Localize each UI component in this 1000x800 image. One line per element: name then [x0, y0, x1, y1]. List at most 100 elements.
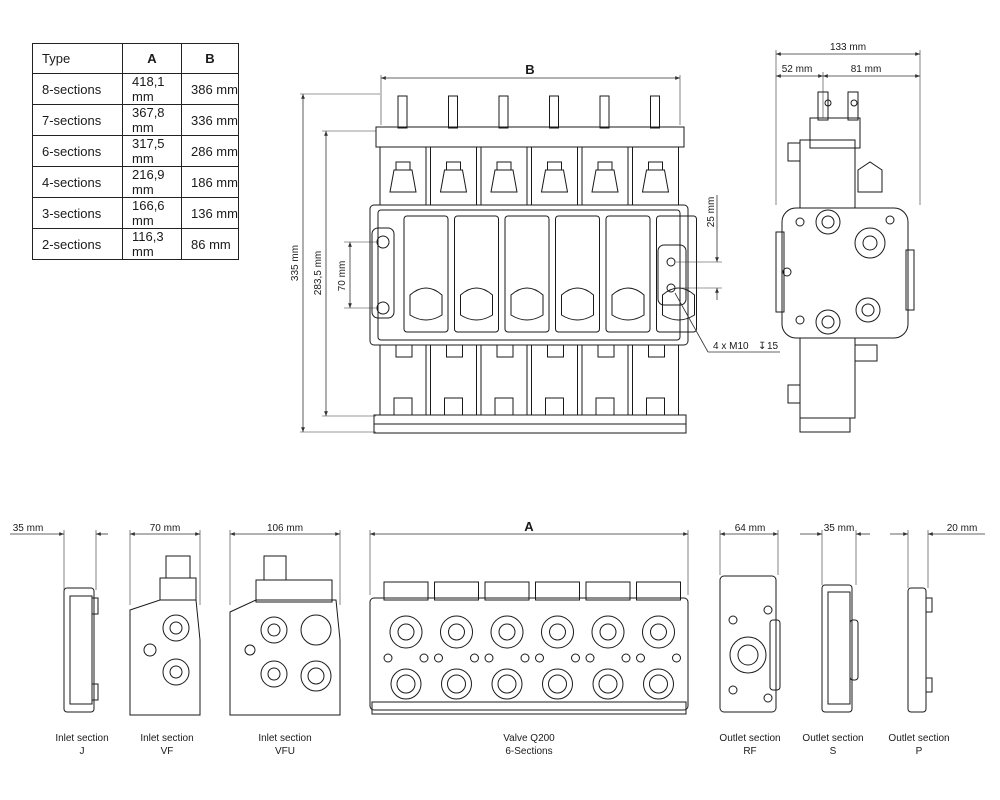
spool-outline: [662, 287, 695, 321]
port-icon: [390, 668, 422, 700]
top-plate: [375, 126, 685, 148]
port-icon: [854, 227, 886, 259]
lower-sections: [379, 344, 679, 416]
caption-inlet-j-code: J: [80, 746, 85, 757]
dim-label-inlet-j: 35 mm: [13, 523, 44, 534]
bolt-icon: [535, 653, 544, 663]
section-nut: [597, 344, 615, 358]
bolt-icon: [419, 653, 429, 663]
valve-section-top: [484, 581, 530, 601]
section-upper-body: [531, 146, 578, 206]
table-header-type: Type: [32, 43, 123, 74]
side-lower-body: [799, 337, 856, 419]
port-icon: [396, 674, 416, 694]
section-window: [403, 215, 449, 333]
dim-label-133: 133 mm: [830, 42, 866, 53]
table-cell-a: 216,9 mm: [122, 166, 182, 198]
bottom-dimensions: [10, 530, 985, 605]
bolt-icon: [470, 653, 479, 663]
port-icon: [649, 674, 668, 694]
connector-cap: [446, 161, 461, 171]
section-lower-body: [581, 344, 629, 416]
spool-outline: [611, 287, 645, 321]
bolt-hole-icon: [376, 301, 390, 315]
caption-outlet-p-code: P: [916, 746, 923, 757]
port-icon: [542, 668, 573, 700]
bolt-icon: [484, 653, 494, 663]
dim-label-inlet-vf: 70 mm: [150, 523, 181, 534]
spool-stem: [599, 95, 610, 129]
pilot-connector: [439, 169, 468, 193]
valve-section-top: [535, 581, 580, 601]
inlet-section-j: [63, 587, 99, 713]
caption-outlet-p: Outlet section: [888, 733, 949, 744]
table-header-row: Type A B: [32, 43, 239, 74]
outlet-section-rf: [719, 575, 781, 713]
port-icon: [490, 615, 524, 649]
spool-outline: [460, 287, 493, 321]
middle-windows: [403, 215, 697, 333]
front-view: [369, 95, 697, 434]
bolt-depth: 15: [767, 341, 779, 352]
spool-stem: [650, 95, 660, 129]
valve-q200-body: [369, 581, 689, 715]
bolt-note: 4 x M10: [713, 341, 749, 352]
dim-label-81: 81 mm: [851, 64, 882, 75]
port-icon: [491, 668, 523, 700]
port-icon: [440, 615, 473, 649]
spool-outline: [561, 287, 594, 321]
port-icon: [643, 668, 674, 700]
section-foot: [595, 397, 615, 416]
port-icon: [642, 615, 675, 649]
valve-section-top: [383, 581, 429, 601]
table-cell-type: 4-sections: [32, 166, 123, 198]
table-cell-b: 386 mm: [181, 73, 239, 105]
table-row: 7-sections 367,8 mm 336 mm: [32, 104, 239, 136]
right-flange: [657, 244, 687, 306]
bolt-icon: [636, 653, 645, 663]
caption-inlet-vf-code: VF: [161, 746, 174, 757]
port-icon: [162, 614, 190, 642]
caption-outlet-s: Outlet section: [802, 733, 863, 744]
connector-cap: [597, 161, 613, 171]
section-nut: [547, 344, 564, 358]
connector-cap: [496, 161, 512, 171]
port-icon: [447, 674, 466, 694]
connector-cap: [547, 161, 562, 171]
section-nut: [648, 344, 665, 358]
pilot-connector: [641, 169, 670, 193]
dim-label-25: 25 mm: [706, 197, 717, 228]
bolt-icon: [585, 653, 595, 663]
connector-cap: [648, 161, 663, 171]
port-icon: [300, 614, 332, 646]
table-cell-type: 2-sections: [32, 228, 123, 260]
caption-outlet-rf: Outlet section: [719, 733, 780, 744]
section-upper-body: [581, 146, 629, 206]
table-row: 8-sections 418,1 mm 386 mm: [32, 73, 239, 105]
section-window: [605, 215, 651, 333]
table-cell-a: 367,8 mm: [122, 104, 182, 136]
port-icon: [397, 623, 415, 641]
table-row: 2-sections 116,3 mm 86 mm: [32, 228, 239, 260]
section-nut: [446, 344, 463, 358]
section-nut: [496, 344, 514, 358]
bolt-icon: [520, 653, 530, 663]
caption-valve: Valve Q200: [503, 733, 555, 744]
outlet-section-p: [907, 587, 933, 713]
dim-label-b: B: [525, 62, 534, 77]
section-nut: [395, 344, 413, 358]
section-upper-body: [430, 146, 477, 206]
port-icon: [650, 623, 667, 641]
section-window: [656, 215, 697, 333]
table-header-a: A: [122, 43, 182, 74]
side-upper-body: [799, 139, 856, 209]
caption-inlet-vf: Inlet section: [140, 733, 193, 744]
port-icon: [260, 616, 288, 644]
port-icon: [592, 668, 624, 700]
spool-stem: [549, 95, 559, 129]
bolt-icon: [672, 653, 681, 663]
section-foot: [545, 397, 564, 416]
side-main-body: [781, 207, 909, 339]
inlet-section-vfu: [229, 555, 341, 716]
